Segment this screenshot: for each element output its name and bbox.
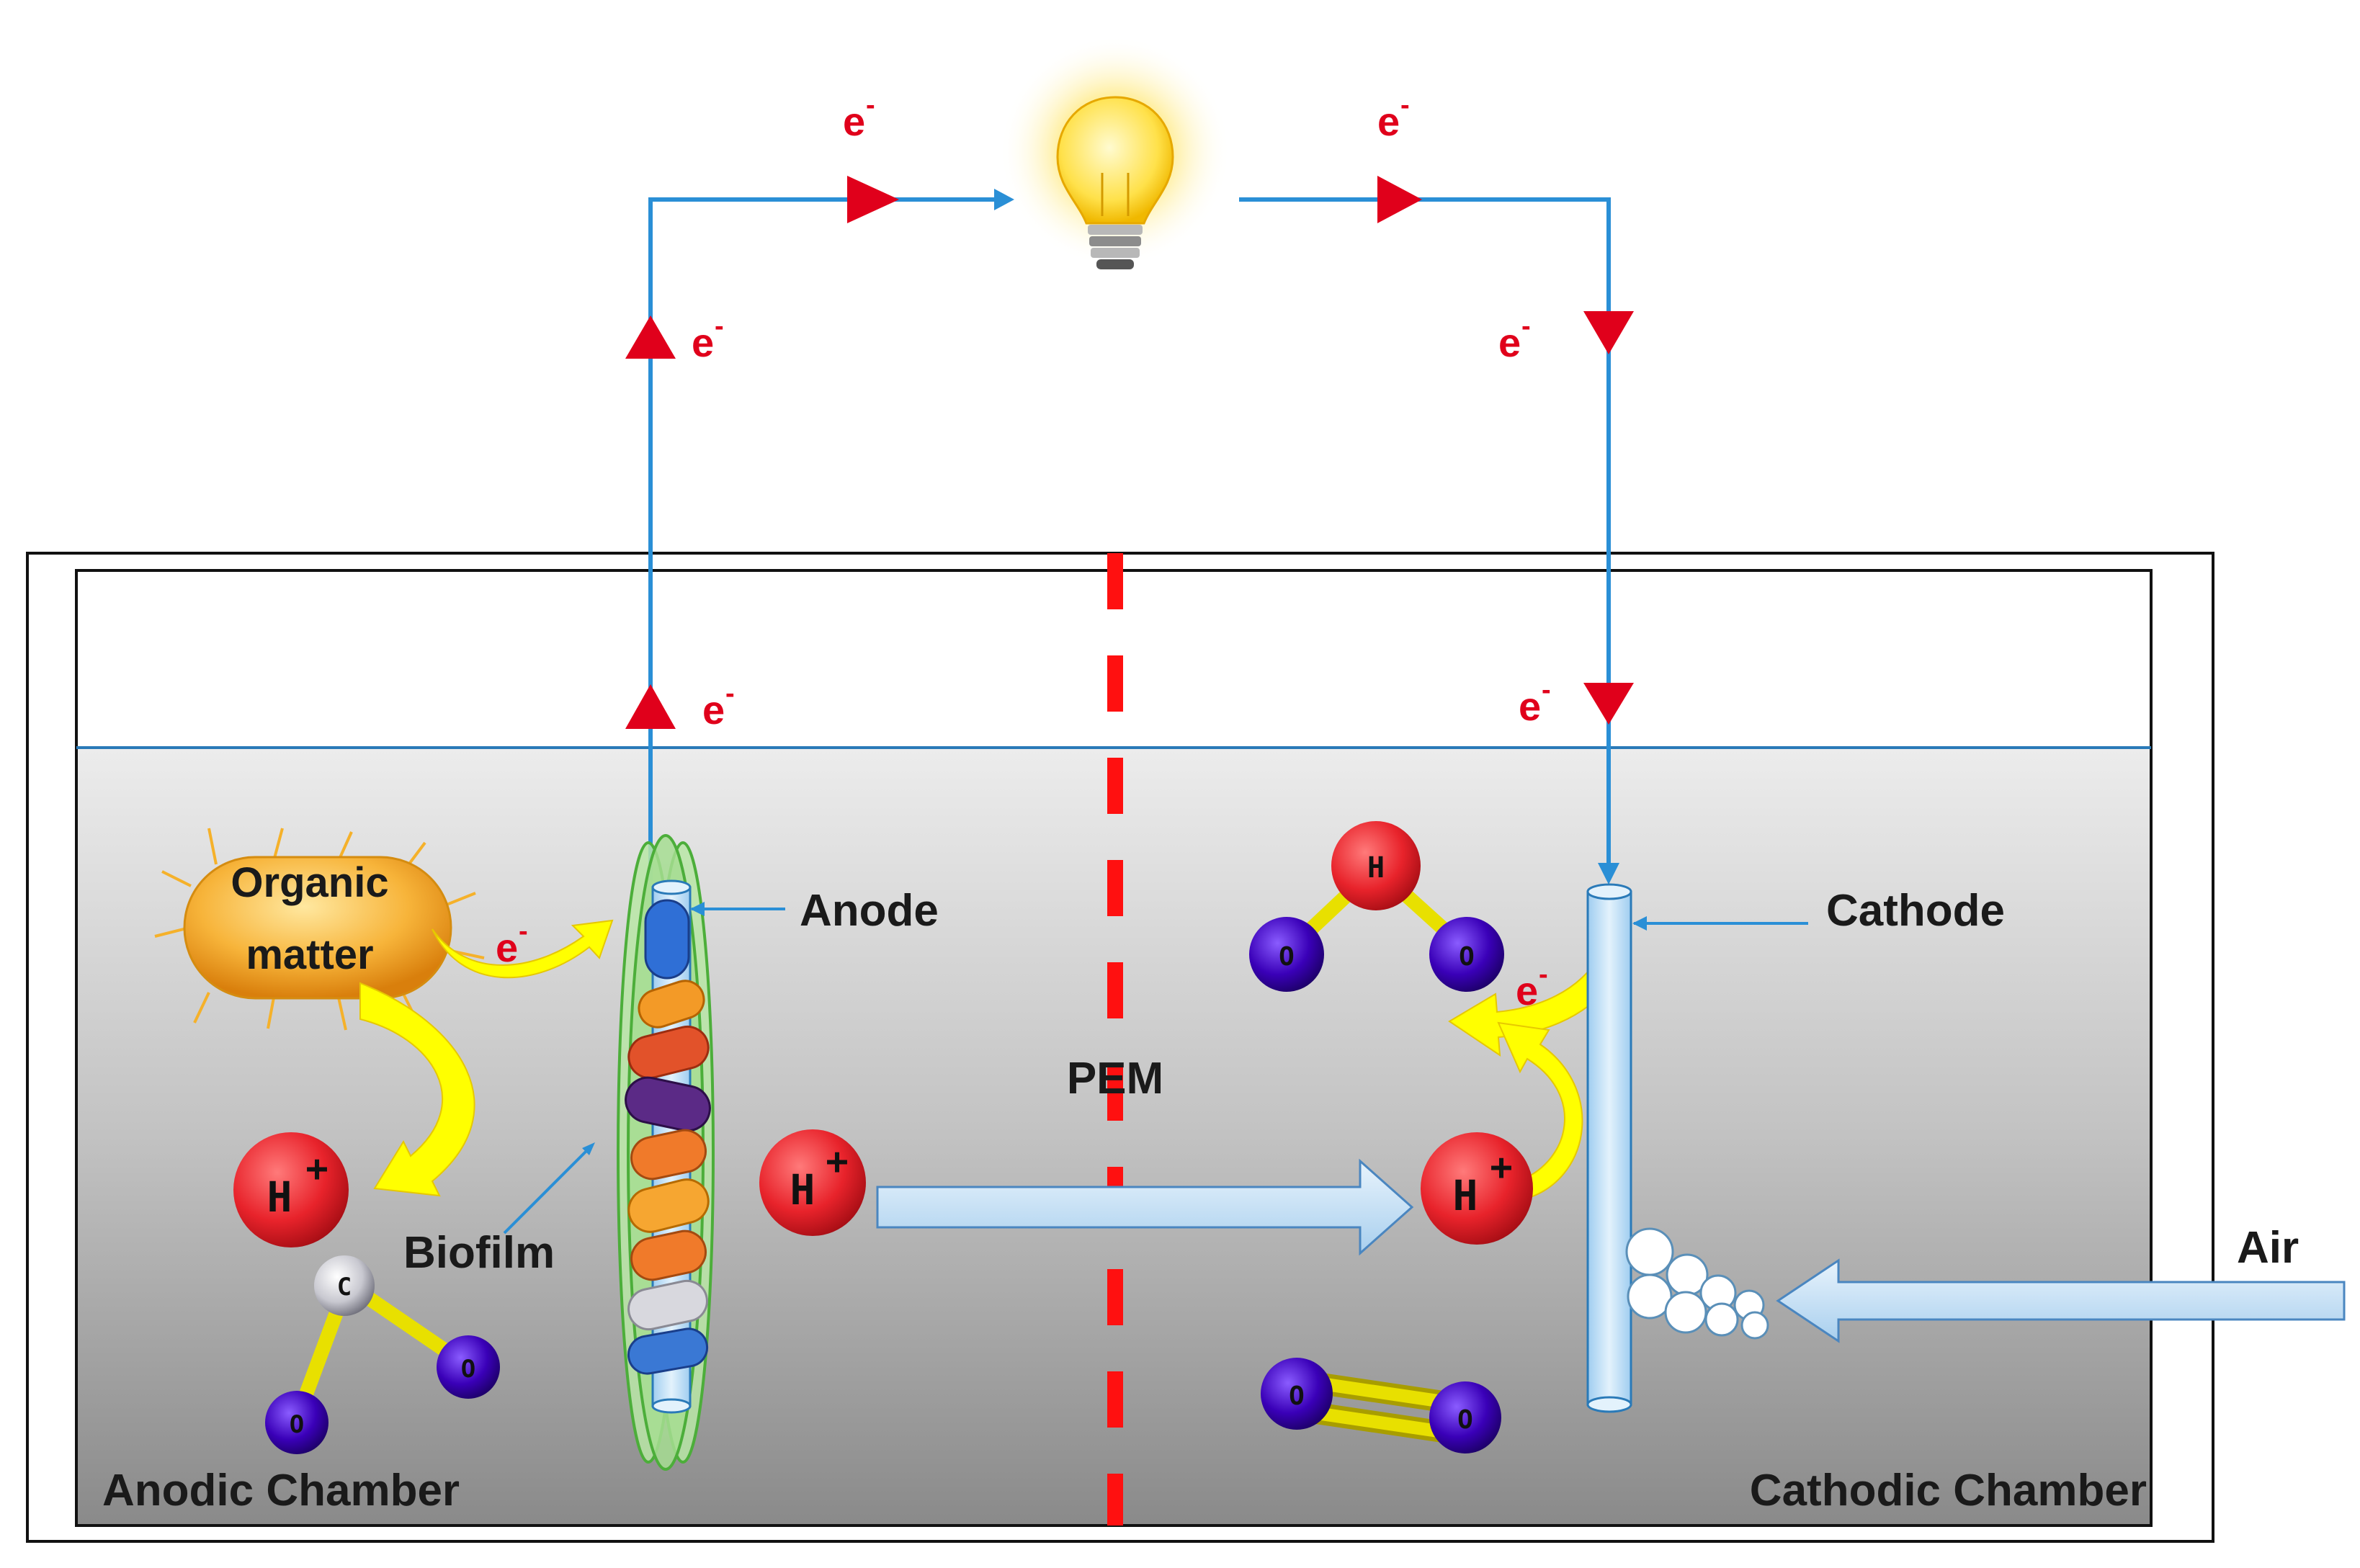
electron-arrow: [625, 315, 676, 359]
svg-text:e: e: [702, 687, 725, 733]
pem-label: PEM: [1067, 1054, 1163, 1103]
proton-atom: H +: [233, 1132, 349, 1247]
proton-atom: H +: [1421, 1132, 1533, 1245]
wire-arrowhead: [994, 189, 1014, 210]
electron-label: e-: [496, 916, 528, 970]
electron-arrow: [847, 176, 899, 223]
bacterium-icon: [627, 1327, 709, 1375]
bacterium-icon: [644, 899, 690, 980]
co2-molecule: C O O: [265, 1255, 500, 1454]
svg-text:H: H: [267, 1173, 292, 1222]
svg-text:e: e: [1377, 99, 1400, 144]
svg-text:H: H: [1453, 1171, 1478, 1220]
svg-text:O: O: [1457, 1405, 1473, 1435]
svg-text:-: -: [1539, 959, 1548, 990]
svg-text:e: e: [843, 99, 865, 144]
svg-text:e: e: [1516, 968, 1538, 1013]
electron-arrow: [1377, 176, 1422, 223]
bacterium-icon: [630, 1229, 707, 1281]
organic-matter-bacterium: [154, 828, 485, 1031]
svg-text:+: +: [1490, 1146, 1512, 1189]
svg-text:e: e: [1519, 684, 1541, 729]
svg-text:-: -: [1542, 675, 1551, 705]
svg-text:H: H: [1367, 851, 1385, 884]
lightbulb-icon: [1000, 36, 1230, 269]
biofilm-pointer: [503, 1144, 594, 1235]
electron-arrow: [1583, 311, 1634, 354]
organic-matter-label: Organic: [231, 859, 388, 906]
svg-text:O: O: [1459, 942, 1475, 972]
water-molecule: H O O: [1249, 821, 1504, 992]
svg-text:-: -: [519, 916, 528, 946]
svg-text:+: +: [826, 1140, 848, 1183]
pointer-head: [1632, 916, 1647, 931]
electron-label: e-: [692, 311, 724, 365]
cathode-label: Cathode: [1826, 886, 2005, 936]
svg-text:-: -: [725, 678, 735, 709]
electron-label: e-: [1519, 675, 1551, 729]
yellow-arrow: [1497, 1021, 1583, 1199]
bacterium-icon: [638, 980, 705, 1029]
electron-label: e-: [1377, 90, 1410, 144]
electron-arrow: [625, 684, 676, 729]
svg-text:-: -: [715, 311, 724, 341]
electron-label: e-: [702, 678, 735, 733]
cathode-wire: [1239, 197, 1611, 880]
svg-text:-: -: [1521, 311, 1531, 341]
svg-text:-: -: [866, 90, 875, 120]
cathodic-chamber-label: Cathodic Chamber: [1750, 1466, 2147, 1515]
bacterium-icon: [630, 1129, 707, 1181]
air-bubbles: [1625, 1227, 1769, 1340]
proton-atom: H +: [759, 1129, 866, 1236]
svg-text:C: C: [337, 1273, 352, 1302]
electron-label: e-: [1516, 959, 1548, 1013]
pointer-head: [582, 1142, 595, 1155]
biofilm-label: Biofilm: [403, 1228, 555, 1278]
electron-arrow: [1583, 683, 1634, 725]
svg-text:e: e: [692, 320, 714, 365]
electron-label: e-: [1498, 311, 1531, 365]
yellow-arrow: [432, 919, 614, 979]
svg-text:O: O: [1289, 1381, 1305, 1411]
bacterium-icon: [627, 1279, 708, 1331]
svg-text:O: O: [290, 1410, 304, 1439]
bacterium-icon: [627, 1178, 710, 1233]
anode-label: Anode: [800, 886, 939, 936]
electron-label: e-: [843, 90, 875, 144]
pointer-head: [690, 902, 705, 916]
svg-text:e: e: [1498, 320, 1521, 365]
svg-text:O: O: [461, 1355, 475, 1384]
bacterium-icon: [625, 1076, 711, 1132]
proton-flow-arrow: [876, 1158, 1414, 1256]
air-label: Air: [2237, 1223, 2299, 1273]
svg-text:-: -: [1400, 90, 1410, 120]
svg-text:H: H: [790, 1165, 815, 1214]
bacterium-icon: [627, 1025, 710, 1080]
yellow-arrow: [359, 982, 475, 1197]
organic-matter-label: matter: [246, 931, 373, 978]
air-arrow: [1776, 1258, 2346, 1343]
cathode-electrode: [1586, 883, 1632, 1413]
svg-text:O: O: [1279, 942, 1295, 972]
svg-text:e: e: [496, 925, 518, 970]
o2-molecule: O O: [1261, 1358, 1501, 1453]
wire-arrowhead: [1598, 863, 1619, 884]
svg-text:+: +: [305, 1147, 328, 1191]
anodic-chamber-label: Anodic Chamber: [102, 1466, 460, 1515]
